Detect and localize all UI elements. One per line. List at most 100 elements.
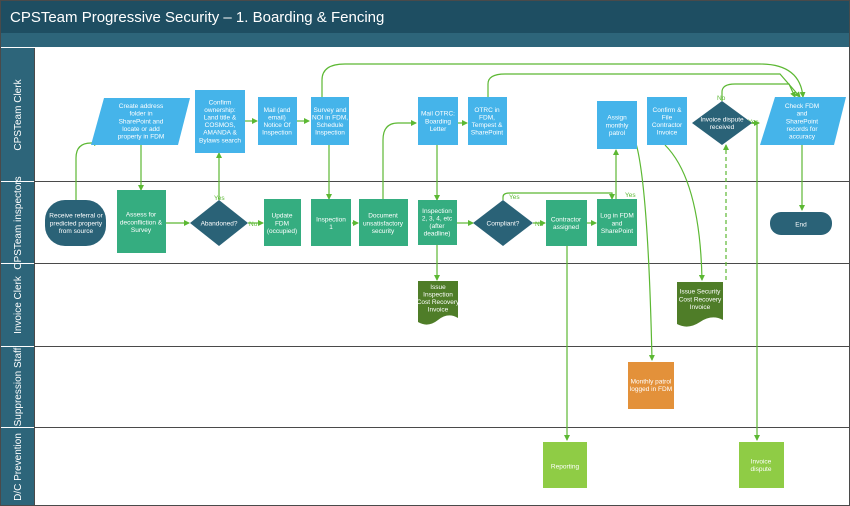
check-fdm-data[interactable] [760,97,846,145]
label-line: COSMOS, [205,122,236,129]
inspection1-process[interactable] [311,199,351,246]
invoice-dispute-process[interactable] [739,442,784,488]
confirm-ownership-process[interactable] [195,90,245,153]
lane-header-clerk [1,48,34,181]
label-line: Inspection [422,208,452,215]
label-line: unsatisfactory [363,220,404,227]
label-line: locate or add [122,126,160,133]
lane-label-inspectors: CPSTeam inspectors [13,176,24,269]
title-bar [1,1,849,33]
create-folder-data[interactable] [91,98,190,145]
edge-label-yes-log: Yes [625,192,636,199]
label-line: Invoice [657,130,678,137]
label-line: (occupied) [267,228,297,235]
label-line: Abandoned? [201,220,238,227]
lane-header-suppression [1,347,34,427]
edge-label-no-abandoned: No [249,221,258,228]
log-fdm-process[interactable] [597,199,637,246]
label-line: Log in FDM [600,213,634,220]
label-line: predicted property [50,220,103,227]
survey-noi-process[interactable] [311,97,349,145]
lane-header-inspectors [1,182,34,263]
lane-label-clerk: CPSTeam Clerk [13,78,24,150]
label-line: Monthly patrol [631,379,672,386]
assign-patrol-process[interactable] [597,101,637,149]
label-line: Update [272,213,293,220]
label-line: deconfliction & [120,219,163,226]
label-line: SharePoint [471,130,503,137]
otrc-fdm-process[interactable] [468,97,507,145]
confirm-file-process[interactable] [647,97,687,145]
label-line: folder in [129,111,153,118]
label-line: Cost Recovery [679,296,722,303]
issue-inspection-invoice-document[interactable] [418,281,458,325]
label-line: SharePoint and [119,118,164,125]
label-line: Inspection [262,130,292,137]
label-line: and [612,220,623,227]
label-line: OTRC in [474,107,500,114]
label-line: logged in FDM [630,386,672,393]
abandoned-decision[interactable] [190,200,248,246]
lane-label-dc-prevention: D/C Prevention [13,433,24,501]
edge-label-no-dispute: No [717,95,726,102]
invoice-dispute-decision[interactable] [692,101,752,145]
label-line: Contractor [551,217,582,224]
label-line: security [372,228,395,235]
edge-label-yes-compliant: Yes [509,194,520,201]
label-line: ownership: [204,107,236,114]
label-line: Invoice dispute [700,117,744,124]
update-fdm-process[interactable] [264,199,301,246]
reporting-process[interactable] [543,442,587,488]
label-line: Tempest & [472,122,503,129]
label-line: Create address [119,103,164,110]
label-line: Survey and [314,107,347,114]
label-line: Boarding [425,118,451,125]
contractor-process[interactable] [546,200,587,246]
mail-notice-process[interactable] [258,97,297,145]
label-line: Issue Security [680,289,722,296]
issue-security-invoice-document[interactable] [677,282,723,327]
label-line: received [710,124,735,131]
lane-label-suppression: Suppression Staff [13,347,24,426]
label-line: Check FDM [785,103,819,110]
reporting-label: Reporting [551,463,580,470]
mail-otrc-process[interactable] [418,97,458,145]
receive-referral-terminal[interactable] [45,200,106,246]
compliant-decision[interactable] [473,200,533,246]
label-line: SharePoint [786,118,818,125]
label-line: Document [368,213,398,220]
label-line: (after [429,223,445,230]
label-line: property in FDM [118,134,165,141]
label-line: Notice Of [263,122,290,129]
document-security-process[interactable] [359,199,408,246]
compliant-label: Compliant? [487,220,520,227]
edge-label-no-compliant: No [535,221,544,228]
lane-header-dc-prevention [1,428,34,505]
diagram-title: CPSTeam Progressive Security – 1. Boardi… [10,9,384,26]
assess-process[interactable] [117,190,166,253]
label-line: Mail (and [264,107,291,114]
inspection-n-process[interactable] [418,200,457,245]
edge-label-yes-abandoned: Yes [214,195,225,202]
label-line: AMANDA & [203,130,237,137]
end-terminal[interactable] [770,212,832,235]
label-line: Bylaws search [199,137,241,144]
label-line: Assign [607,115,627,122]
label-line: records for [786,126,818,133]
monthly-patrol-process[interactable] [628,362,674,409]
label-line: Letter [430,126,447,133]
